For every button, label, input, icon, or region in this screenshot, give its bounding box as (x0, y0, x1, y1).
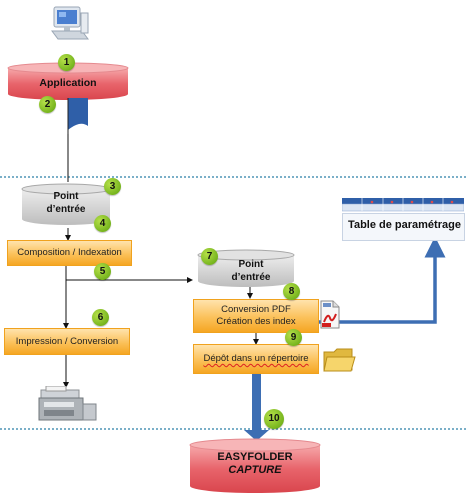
application-label: Application (39, 77, 97, 89)
impression-label: Impression / Conversion (15, 335, 119, 347)
easyfolder-cylinder (189, 438, 321, 493)
folder-icon (323, 348, 356, 372)
entry-point-2-label: Point d’entrée (208, 258, 294, 284)
step-badge-6: 6 (92, 309, 109, 326)
conversion-line1: Conversion PDF (221, 304, 291, 315)
step-badge-9: 9 (285, 329, 302, 346)
depot-label: Dépôt dans un répertoire (203, 353, 309, 364)
composition-label: Composition / Indexation (17, 247, 122, 258)
composition-box: Composition / Indexation (7, 240, 132, 266)
step-badge-8: 8 (283, 283, 300, 300)
entry-point-2-line2: d’entrée (231, 272, 271, 283)
easyfolder-line2: CAPTURE (228, 464, 282, 476)
computer-icon (51, 6, 89, 40)
document-flag-icon (67, 98, 88, 134)
entry-point-cylinder-1 (21, 183, 111, 225)
step-badge-4: 4 (94, 215, 111, 232)
conversion-box: Conversion PDF Création des index (193, 299, 319, 333)
entry-point-1-label: Point d’entrée (26, 190, 106, 216)
step-badge-1: 1 (58, 54, 75, 71)
impression-box: Impression / Conversion (4, 328, 130, 355)
printer-icon (38, 386, 97, 421)
parameter-table-grid (342, 198, 464, 212)
step-badge-10: 10 (264, 409, 284, 429)
entry-point-2-line1: Point (238, 259, 264, 270)
step-badge-3: 3 (104, 178, 121, 195)
parameter-table-label: Table de paramétrage (348, 219, 461, 231)
step-badge-5: 5 (94, 263, 111, 280)
entry-point-cylinder-2 (197, 249, 295, 287)
entry-point-1-line2: d’entrée (46, 204, 86, 215)
pdf-file-icon (320, 300, 340, 329)
easyfolder-line1: EASYFOLDER (217, 451, 293, 463)
depot-box: Dépôt dans un répertoire (193, 344, 319, 374)
step-badge-7: 7 (201, 248, 218, 265)
conversion-line2: Création des index (216, 316, 296, 327)
entry-point-1-line1: Point (53, 191, 79, 202)
parameter-table-box (342, 213, 465, 241)
easyfolder-label: EASYFOLDER CAPTURE (188, 451, 322, 477)
step-badge-2: 2 (39, 96, 56, 113)
